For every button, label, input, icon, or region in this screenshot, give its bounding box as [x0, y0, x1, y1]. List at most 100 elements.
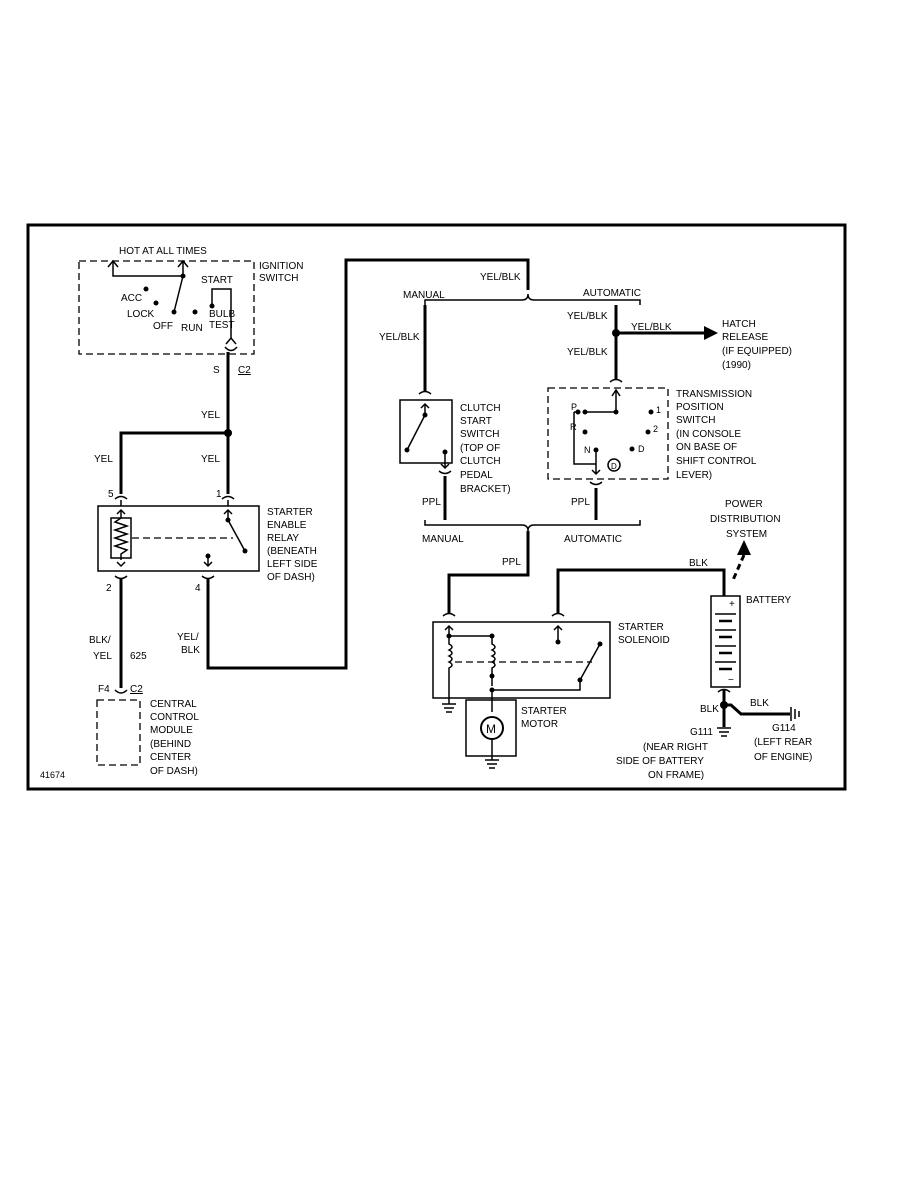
wire-label-yel-blk-hatch: YEL/BLK — [631, 322, 672, 333]
ccm-title-5: CENTER — [150, 752, 191, 763]
clutch-title-1: CLUTCH — [460, 403, 501, 414]
wire-yel-blk-main — [206, 258, 530, 670]
hot-at-all-times-label: HOT AT ALL TIMES — [119, 246, 207, 257]
ignition-pin-s: S — [213, 365, 220, 376]
clutch-start-switch: CLUTCH START SWITCH (TOP OF CLUTCH PEDAL… — [399, 390, 511, 495]
ccm-title-6: OF DASH) — [150, 766, 198, 777]
hatch-title-1: HATCH — [722, 319, 756, 330]
starter-enable-relay: 5 1 2 4 STARTER ENABLE RELAY (BENEATH LE… — [97, 489, 318, 594]
ccm-title-1: CENTRAL — [150, 699, 197, 710]
ignition-switch: HOT AT ALL TIMES ACC LOCK OFF RUN START … — [78, 246, 303, 376]
branch-automatic-bottom: AUTOMATIC — [564, 534, 622, 545]
ccm-connector-c2: C2 — [130, 684, 143, 695]
gear-d: D — [638, 444, 645, 454]
wire-label-yel-top: YEL — [201, 410, 220, 421]
branch-bracket-top — [424, 293, 641, 305]
wire-label-blk-top: BLK — [689, 558, 708, 569]
motor-symbol: M — [486, 722, 496, 736]
battery-title: BATTERY — [746, 595, 792, 606]
hatch-title-3: (IF EQUIPPED) — [722, 346, 792, 357]
ccm-title-4: (BEHIND — [150, 739, 191, 750]
tps-title-7: LEVER) — [676, 470, 712, 481]
wire-label-yel-blk-top: YEL/BLK — [480, 272, 521, 283]
wire-blk-battery — [556, 568, 726, 614]
gear-1: 1 — [656, 405, 661, 415]
g114-desc-1: (LEFT REAR — [754, 737, 812, 748]
branch-manual-top: MANUAL — [403, 290, 445, 301]
wire-label-ppl-auto: PPL — [571, 497, 590, 508]
gear-r: R — [570, 422, 577, 432]
central-control-module: F4 C2 CENTRAL CONTROL MODULE (BEHIND CEN… — [96, 684, 199, 777]
wire-label-ppl-solenoid: PPL — [502, 557, 521, 568]
ground-g111: G111 (NEAR RIGHT SIDE OF BATTERY ON FRAM… — [616, 727, 731, 781]
hatch-title-2: RELEASE — [722, 332, 768, 343]
relay-title-2: ENABLE — [267, 520, 307, 531]
battery-plus: + — [729, 599, 735, 610]
position-off: OFF — [153, 321, 173, 332]
hatch-title-4: (1990) — [722, 360, 751, 371]
pds-title-2: DISTRIBUTION — [710, 514, 781, 525]
solenoid-title-2: SOLENOID — [618, 635, 670, 646]
diagram-id: 41674 — [40, 770, 65, 780]
battery: + − BATTERY — [710, 595, 792, 693]
wire-label-yel-blk-left-2: BLK — [181, 645, 200, 656]
clutch-title-5: CLUTCH — [460, 456, 501, 467]
clutch-title-2: START — [460, 416, 492, 427]
starter-solenoid: STARTER SOLENOID — [432, 612, 670, 713]
gear-d-circle: D — [611, 462, 617, 471]
relay-title-1: STARTER — [267, 507, 313, 518]
tps-title-1: TRANSMISSION — [676, 389, 752, 400]
wire-label-blk-yel-1: BLK/ — [89, 635, 111, 646]
ccm-pin-f4: F4 — [98, 684, 110, 695]
wire-label-blk-g111: BLK — [700, 704, 719, 715]
tps-title-6: SHIFT CONTROL — [676, 456, 757, 467]
motor-title-2: MOTOR — [521, 719, 558, 730]
ignition-switch-title-1: IGNITION — [259, 261, 303, 272]
wire-label-yel-right: YEL — [201, 454, 220, 465]
hatch-release-arrow — [704, 326, 718, 340]
gear-n: N — [584, 445, 591, 455]
solenoid-title-1: STARTER — [618, 622, 664, 633]
relay-title-5: LEFT SIDE — [267, 559, 318, 570]
tps-title-4: (IN CONSOLE — [676, 429, 741, 440]
branch-manual-bottom: MANUAL — [422, 534, 464, 545]
ccm-title-3: MODULE — [150, 725, 193, 736]
position-start: START — [201, 275, 233, 286]
pds-arrow — [737, 540, 751, 555]
diagram-frame — [26, 223, 847, 791]
relay-pin-2: 2 — [106, 583, 112, 594]
starter-motor: M STARTER MOTOR — [465, 699, 567, 769]
transmission-position-switch: P R N D D 2 1 TRANSMISSION POSITION SWIT… — [547, 378, 757, 486]
ignition-switch-title-2: SWITCH — [259, 273, 298, 284]
branch-automatic-top: AUTOMATIC — [583, 288, 641, 299]
position-lock: LOCK — [127, 309, 155, 320]
branch-bracket-bottom — [424, 520, 641, 532]
wire-label-yel-blk-auto-2: YEL/BLK — [567, 347, 608, 358]
pds-title-1: POWER — [725, 499, 763, 510]
g111-desc-3: ON FRAME) — [648, 770, 704, 781]
g114-desc-2: OF ENGINE) — [754, 752, 812, 763]
g111-id: G111 — [690, 727, 713, 738]
ground-g114: G114 (LEFT REAR OF ENGINE) — [754, 707, 812, 763]
ccm-title-2: CONTROL — [150, 712, 199, 723]
g114-id: G114 — [772, 723, 796, 734]
wire-label-blk-g114: BLK — [750, 698, 769, 709]
position-acc: ACC — [121, 293, 142, 304]
wire-label-blk-yel-2: YEL — [93, 651, 112, 662]
gear-2: 2 — [653, 424, 658, 434]
relay-pin-1: 1 — [216, 489, 222, 500]
position-run: RUN — [181, 323, 203, 334]
wire-label-yel-blk-left-1: YEL/ — [177, 632, 199, 643]
motor-title-1: STARTER — [521, 706, 567, 717]
position-bulb: BULB — [209, 309, 235, 320]
wire-ppl-solenoid — [447, 531, 530, 614]
wire-label-ppl-manual: PPL — [422, 497, 441, 508]
tps-title-3: SWITCH — [676, 415, 715, 426]
relay-pin-4: 4 — [195, 583, 201, 594]
clutch-title-4: (TOP OF — [460, 443, 500, 454]
gear-p: P — [571, 402, 577, 412]
clutch-title-7: BRACKET) — [460, 484, 511, 495]
wire-label-yel-blk-auto-1: YEL/BLK — [567, 311, 608, 322]
wire-label-yel-blk-manual: YEL/BLK — [379, 332, 420, 343]
